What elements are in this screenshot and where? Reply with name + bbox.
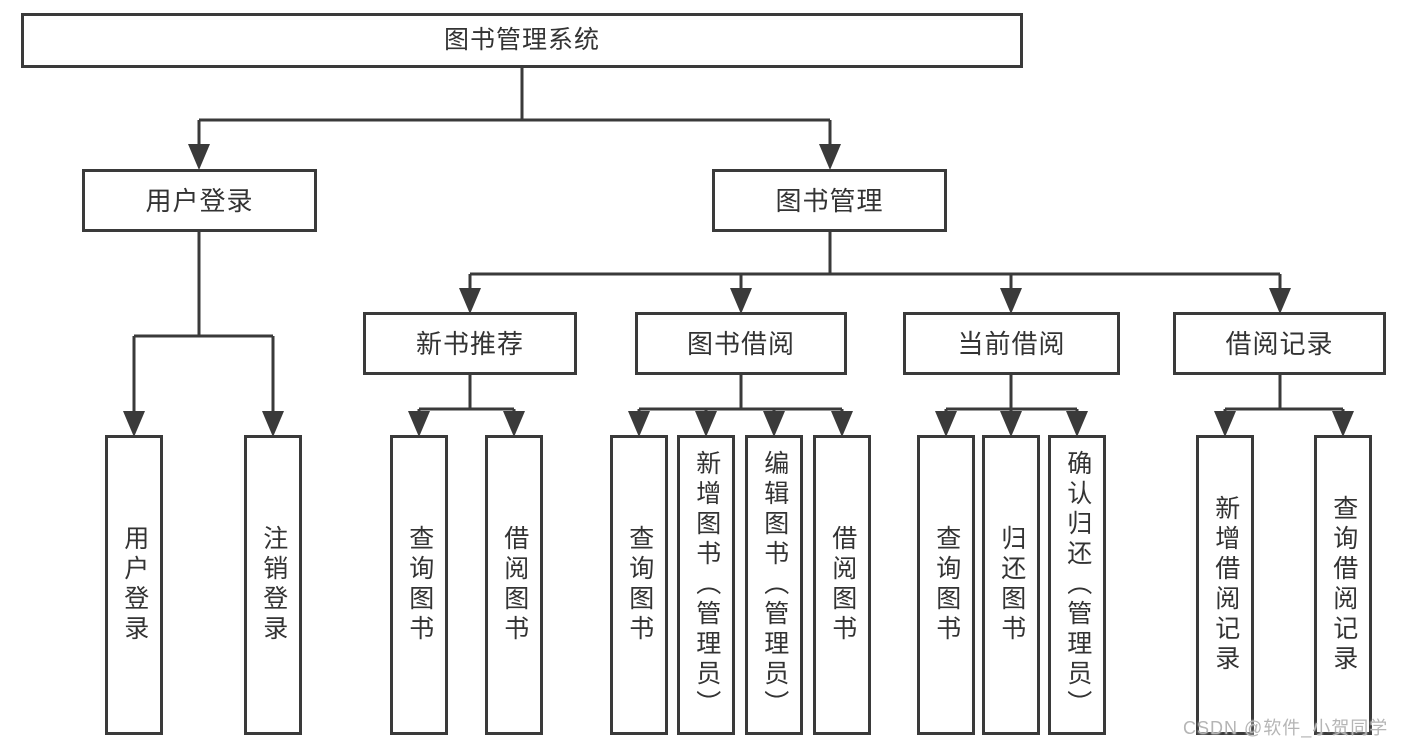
node-leaf-rec-borrow-books: 借阅图书 (485, 435, 543, 735)
connector-bookmgmt-to-level3 (468, 232, 1282, 290)
node-label: 查询图书 (625, 525, 654, 645)
arrow-icon (408, 411, 430, 437)
node-leaf-bb-query-books: 查询图书 (610, 435, 668, 735)
arrow-icon (1332, 411, 1354, 437)
arrow-icon (262, 411, 284, 437)
node-label: 查询借阅记录 (1329, 495, 1358, 675)
node-borrowing-records: 借阅记录 (1173, 312, 1386, 375)
arrow-icon (1000, 288, 1022, 314)
node-leaf-br-query-record: 查询借阅记录 (1314, 435, 1372, 735)
node-leaf-user-login: 用户登录 (105, 435, 163, 735)
node-label: 借阅图书 (828, 525, 857, 645)
node-book-borrowing: 图书借阅 (635, 312, 847, 375)
node-label: 借阅记录 (1225, 328, 1334, 359)
arrow-icon (935, 411, 957, 437)
arrow-icon (188, 144, 210, 170)
node-label: 用户登录 (120, 525, 149, 645)
node-leaf-br-add-record: 新增借阅记录 (1196, 435, 1254, 735)
arrow-icon (695, 411, 717, 437)
arrow-icon (831, 411, 853, 437)
arrow-icon (1066, 411, 1088, 437)
arrow-icon (503, 411, 525, 437)
node-book-management: 图书管理 (712, 169, 947, 232)
node-leaf-logout: 注销登录 (244, 435, 302, 735)
node-label: 查询图书 (932, 525, 961, 645)
node-leaf-cb-return-books: 归还图书 (982, 435, 1040, 735)
connector-currentborrow-group (944, 375, 1079, 413)
connector-root-to-level2 (197, 67, 832, 146)
node-label: 新增借阅记录 (1211, 495, 1240, 675)
node-current-borrowing: 当前借阅 (903, 312, 1120, 375)
node-label: 用户登录 (145, 185, 254, 216)
node-label: 新书推荐 (415, 328, 524, 359)
node-label: 图书借阅 (686, 328, 795, 359)
arrow-icon (763, 411, 785, 437)
arrow-icon (1000, 411, 1022, 437)
arrow-icon (1269, 288, 1291, 314)
arrow-icon (730, 288, 752, 314)
node-library-management-system: 图书管理系统 (21, 13, 1023, 68)
node-user-login: 用户登录 (82, 169, 317, 232)
node-leaf-cb-query-books: 查询图书 (917, 435, 975, 735)
node-leaf-bb-edit-books-admin: 编辑图书（管理员） (745, 435, 803, 735)
csdn-watermark: CSDN @软件_小贺同学 (1183, 718, 1389, 738)
node-label: 归还图书 (997, 525, 1026, 645)
arrow-icon (819, 144, 841, 170)
connector-arrowheads (123, 144, 1354, 437)
node-leaf-bb-add-books-admin: 新增图书（管理员） (677, 435, 735, 735)
node-label: 图书管理 (775, 185, 884, 216)
node-label: 当前借阅 (957, 328, 1066, 359)
node-label: 确认归还（管理员） (1063, 450, 1092, 720)
node-leaf-bb-borrow-books: 借阅图书 (813, 435, 871, 735)
arrow-icon (628, 411, 650, 437)
arrow-icon (123, 411, 145, 437)
node-label: 查询图书 (405, 525, 434, 645)
arrow-icon (459, 288, 481, 314)
connector-edges (132, 67, 1345, 413)
connector-borrowrecords-group (1223, 375, 1345, 413)
node-label: 图书管理系统 (443, 26, 600, 54)
node-label: 注销登录 (259, 525, 288, 645)
node-label: 编辑图书（管理员） (760, 450, 789, 720)
node-leaf-cb-confirm-return-admin: 确认归还（管理员） (1048, 435, 1106, 735)
node-label: 新增图书（管理员） (692, 450, 721, 720)
connector-userlogin-group (132, 232, 275, 413)
node-new-book-recommendation: 新书推荐 (363, 312, 577, 375)
connector-bookborrow-group (637, 375, 844, 413)
node-label: 借阅图书 (500, 525, 529, 645)
node-leaf-rec-query-books: 查询图书 (390, 435, 448, 735)
connector-newbookrec-group (417, 375, 516, 413)
arrow-icon (1214, 411, 1236, 437)
